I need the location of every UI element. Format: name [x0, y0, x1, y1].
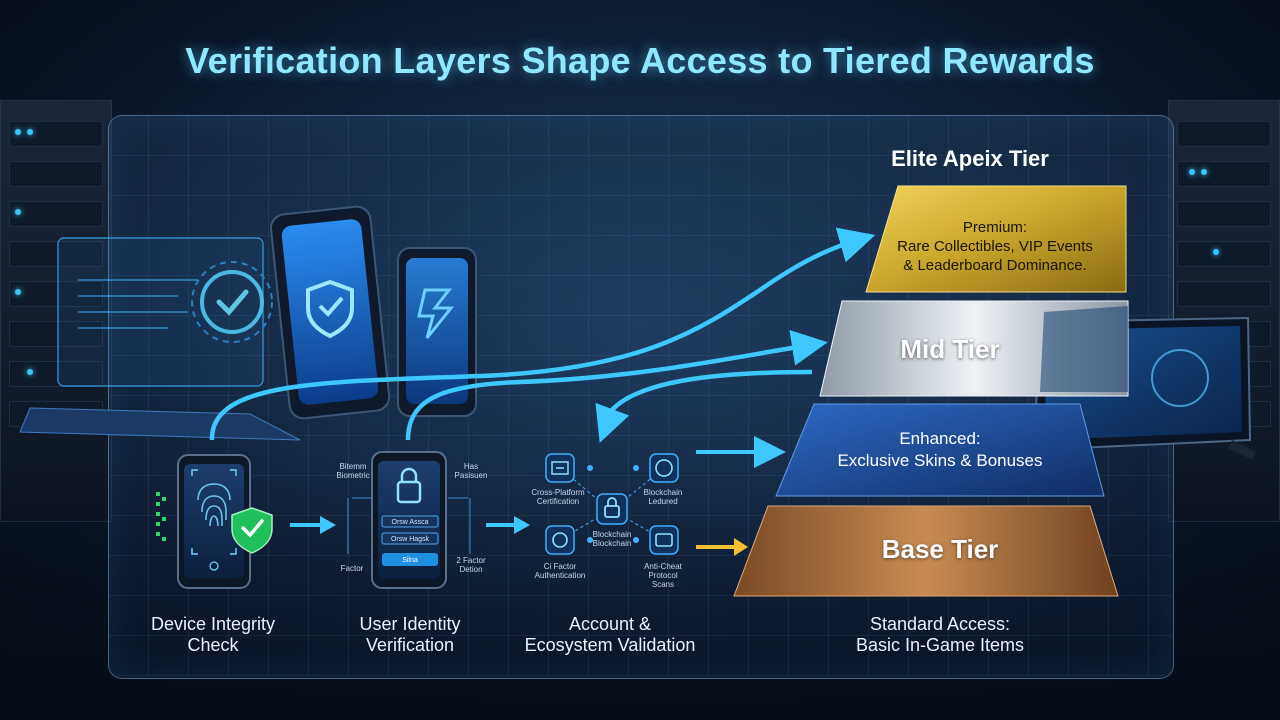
arrow-from-mid: [595, 369, 813, 443]
device-integrity-phone: [156, 454, 273, 589]
tier-base-label: Base Tier: [881, 534, 999, 564]
identity-field-1: Orsw Assca: [391, 519, 429, 526]
tier-mid-label: Mid Tier: [900, 334, 1000, 364]
tier-enhanced-label: Enhanced: Exclusive Skins & Bonuses: [837, 429, 1043, 470]
identity-submit-button: Silna: [402, 557, 418, 564]
arrow-to-mid: [405, 330, 828, 441]
ecosystem-network: [545, 453, 679, 555]
stage-account-ecosystem: Account &Ecosystem Validation: [524, 614, 696, 655]
identity-field-2: Orsw Hagsk: [390, 536, 430, 543]
tier-standard-label: Standard Access: Basic In-Game Items: [855, 614, 1025, 655]
tier-premium-label: Premium: Rare Collectibles, VIP Events &…: [897, 219, 1093, 274]
tier-elite-heading: Elite Apeix Tier: [891, 146, 1049, 171]
user-identity-phone: [347, 451, 471, 589]
arrow-to-premium: [209, 227, 876, 441]
tier-enhanced: [775, 403, 1105, 497]
identity-label-factor: Factor: [340, 564, 364, 573]
page-title: Verification Layers Shape Access to Tier…: [185, 40, 1095, 81]
tier-premium: [865, 185, 1127, 293]
tier-base: [733, 505, 1119, 597]
